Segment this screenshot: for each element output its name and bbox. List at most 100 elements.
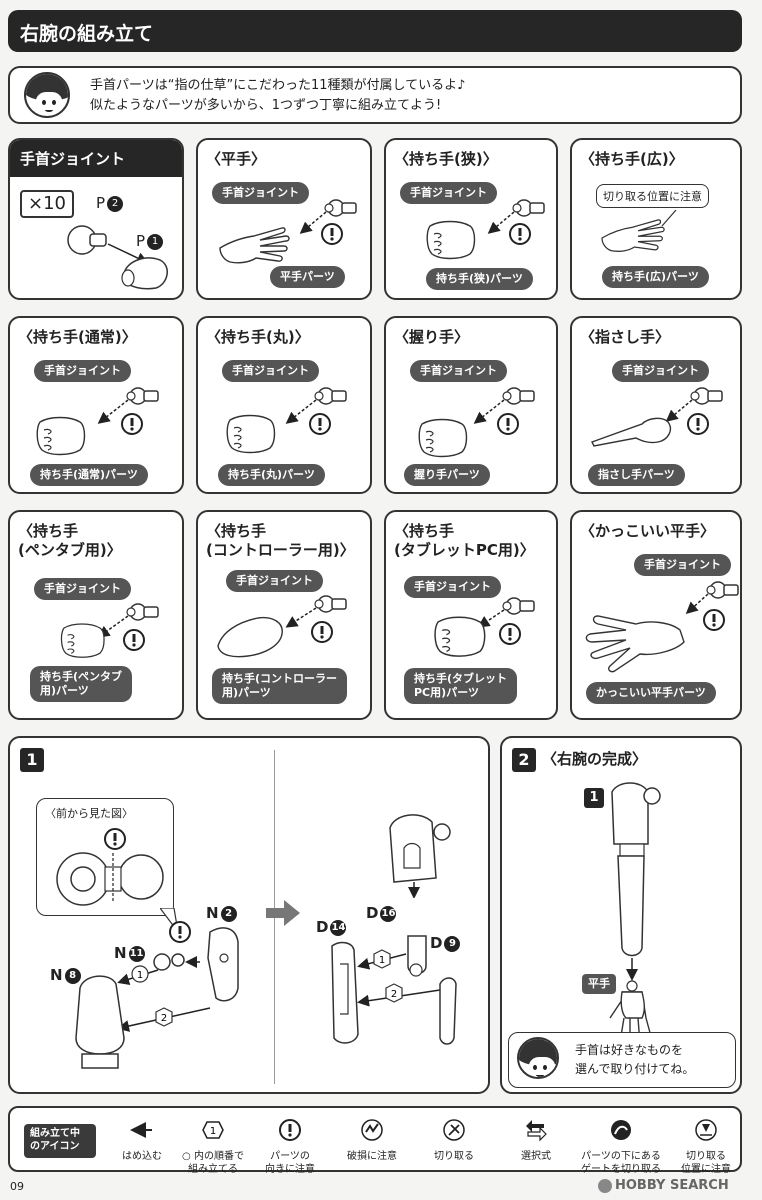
joint-label: 手首ジョイント xyxy=(634,554,731,576)
order-1-label: 1 xyxy=(137,970,143,981)
step-2-panel: 2 〈右腕の完成〉 1 平手 手首は好きなものを 選んで取り付けてね。 xyxy=(500,736,742,1094)
legend-item-breakage: 破損に注意 xyxy=(340,1118,404,1163)
part-label: 平手パーツ xyxy=(270,266,345,288)
pointing-hand-illustration xyxy=(591,387,723,447)
panel-title: 〈持ち手(丸)〉 xyxy=(206,328,310,346)
panel-title: 〈握り手〉 xyxy=(394,328,470,346)
joint-parts-illustration xyxy=(67,225,168,290)
warning-icon xyxy=(279,1119,301,1141)
legend-item-cut-position: 切り取る 位置に注意 xyxy=(674,1118,738,1176)
part-number: 14 xyxy=(330,919,347,936)
legend-heading-line-1: 組み立て中 xyxy=(30,1128,80,1139)
part-number: 9 xyxy=(444,935,461,952)
panel-flat-hand: 〈平手〉 手首ジョイント 平手パーツ xyxy=(196,138,372,300)
watermark: HOBBY SEARCH xyxy=(598,1178,729,1193)
grip-controller-illustration xyxy=(217,595,347,658)
part-label: 持ち手(狭)パーツ xyxy=(426,268,533,290)
cut-position-note: 切り取る位置に注意 xyxy=(596,184,709,208)
section-title: 右腕の組み立て xyxy=(20,23,154,45)
panel-title: 〈持ち手 (タブレットPC用)〉 xyxy=(394,522,535,560)
panel-title: 〈持ち手(通常)〉 xyxy=(18,328,137,346)
part-label: 持ち手(タブレット PC用)パーツ xyxy=(404,668,518,704)
part-letter: D xyxy=(430,934,443,952)
legend-item-order: 1 ○ 内の順番で 組み立てる xyxy=(176,1118,250,1176)
part-letter: D xyxy=(316,918,329,936)
part-number: 11 xyxy=(128,945,145,962)
svg-text:1: 1 xyxy=(210,1126,216,1137)
step-1-left-illustration: 1 2 xyxy=(75,921,239,1069)
part-number: 1 xyxy=(147,233,164,250)
panel-cool-flat-hand: 〈かっこいい平手〉 手首ジョイント かっこいい平手パーツ xyxy=(570,510,742,720)
panel-grip-pentab: 〈持ち手 (ペンタブ用)〉 手首ジョイント 持ち手(ペンタブ 用)パーツ xyxy=(8,510,184,720)
part-label-line-2: PC用)パーツ xyxy=(414,686,479,699)
panel-title: 〈持ち手 (コントローラー用)〉 xyxy=(206,522,355,560)
panel-title: 手首ジョイント xyxy=(10,140,182,177)
title-line-2: (ペンタブ用)〉 xyxy=(18,541,122,559)
part-letter: N xyxy=(206,904,219,922)
panel-grip-tablet: 〈持ち手 (タブレットPC用)〉 手首ジョイント 持ち手(タブレット PC用)パ… xyxy=(384,510,558,720)
title-line-2: (タブレットPC用)〉 xyxy=(394,541,535,559)
panel-grip-wide: 〈持ち手(広)〉 切り取る位置に注意 持ち手(広)パーツ xyxy=(570,138,742,300)
part-number: 2 xyxy=(107,195,124,212)
intro-line-2: 似たようなパーツが多いから、1つずつ丁寧に組み立てよう! xyxy=(90,98,442,113)
step-1-right-illustration: 1 2 xyxy=(331,935,457,1045)
watermark-logo-icon xyxy=(598,1178,612,1193)
step-2-title: 〈右腕の完成〉 xyxy=(542,750,648,768)
part-letter: N xyxy=(114,944,127,962)
order-hexagon-icon: 1 xyxy=(202,1121,224,1139)
panel-grip-round: 〈持ち手(丸)〉 手首ジョイント 持ち手(丸)パーツ xyxy=(196,316,372,494)
choice-arrows-icon xyxy=(526,1120,547,1142)
insert-arrow-icon xyxy=(130,1122,152,1138)
next-arrow-icon xyxy=(266,900,300,926)
joint-label: 手首ジョイント xyxy=(34,360,131,382)
breakage-icon xyxy=(361,1119,383,1141)
part-label: 持ち手(ペンタブ 用)パーツ xyxy=(30,666,133,702)
joint-label: 手首ジョイント xyxy=(212,182,309,204)
legend-item-gate-cut: パーツの下にある ゲートを切り取る xyxy=(578,1118,664,1176)
cool-flat-hand-illustration xyxy=(585,581,739,673)
grip-normal-illustration xyxy=(36,387,159,456)
tip-box: 手首は好きなものを 選んで取り付けてね。 xyxy=(508,1032,736,1088)
mascot-avatar xyxy=(24,72,70,118)
intro-box: 手首パーツは“指の仕草”にこだわった11種類が付属しているよ♪ 似たようなパーツ… xyxy=(8,66,742,124)
hand-label: 平手 xyxy=(582,974,616,994)
legend-heading: 組み立て中 のアイコン xyxy=(24,1124,96,1158)
panel-title: 〈持ち手(狭)〉 xyxy=(394,150,498,168)
legend-item-insert: はめ込む xyxy=(110,1118,174,1163)
part-number: 16 xyxy=(380,905,397,922)
front-view-illustration xyxy=(56,828,164,906)
part-label-line-2: 用)パーツ xyxy=(222,686,271,699)
page-number: 09 xyxy=(10,1180,24,1193)
panel-pointing-hand: 〈指さし手〉 手首ジョイント 指さし手パーツ xyxy=(570,316,742,494)
tip-text: 手首は好きなものを 選んで取り付けてね。 xyxy=(575,1041,694,1079)
part-letter: D xyxy=(366,904,379,922)
completed-arm-illustration xyxy=(609,782,661,1045)
part-label: 持ち手(丸)パーツ xyxy=(218,464,325,486)
part-label-line-2: 用)パーツ xyxy=(40,684,89,697)
part-number: 8 xyxy=(64,967,81,984)
part-label: 持ち手(コントローラー 用)パーツ xyxy=(212,668,348,704)
upper-arm-part-illustration xyxy=(389,814,451,898)
intro-text: 手首パーツは“指の仕草”にこだわった11種類が付属しているよ♪ 似たようなパーツ… xyxy=(90,76,465,116)
panel-title: 〈指さし手〉 xyxy=(580,328,671,346)
grip-tablet-illustration xyxy=(434,597,535,657)
icon-legend: 組み立て中 のアイコン はめ込む 1 ○ 内の順番で 組み立てる パーツの 向き… xyxy=(8,1106,742,1175)
order-2-label: 2 xyxy=(161,1013,167,1024)
part-label-line-1: 持ち手(タブレット xyxy=(414,672,508,685)
legend-heading-line-2: のアイコン xyxy=(30,1141,80,1152)
cut-position-icon xyxy=(695,1119,717,1141)
joint-label: 手首ジョイント xyxy=(226,570,323,592)
legend-item-selectable: 選択式 xyxy=(504,1118,568,1163)
panel-title: 〈持ち手 (ペンタブ用)〉 xyxy=(18,522,122,560)
panel-title: 〈かっこいい平手〉 xyxy=(580,522,716,540)
joint-label: 手首ジョイント xyxy=(222,360,319,382)
grip-pentab-illustration xyxy=(60,603,159,658)
part-label: 持ち手(広)パーツ xyxy=(602,266,709,288)
part-letter: P xyxy=(136,232,146,250)
joint-label: 手首ジョイント xyxy=(404,576,501,598)
